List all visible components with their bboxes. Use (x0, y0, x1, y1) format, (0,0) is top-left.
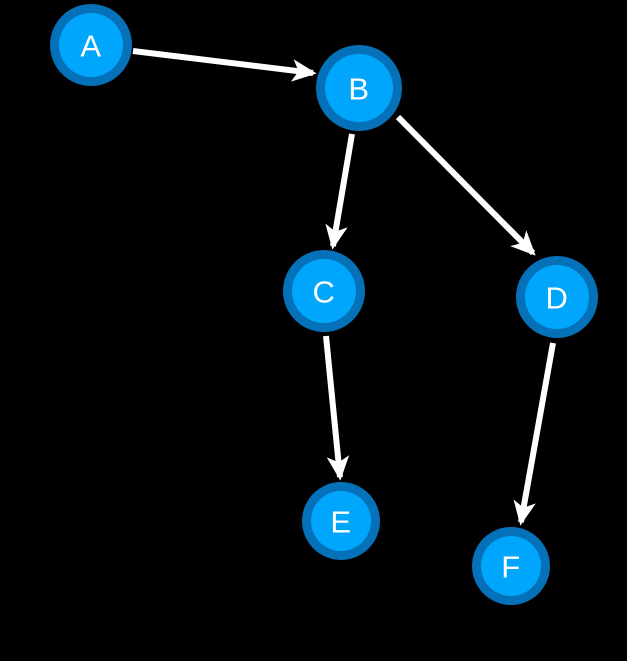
graph-edge-b-d (395, 114, 536, 256)
node-label-e: E (330, 505, 351, 540)
node-core-c (292, 259, 356, 323)
edges-layer (132, 48, 556, 526)
node-label-b: B (348, 72, 369, 107)
graph-node-b[interactable]: B (316, 45, 402, 131)
graph-edge-b-c (325, 133, 355, 250)
node-core-a (59, 13, 123, 77)
graph-edge-d-f (513, 342, 556, 526)
graph-edge-c-e (323, 335, 350, 481)
graph-node-e[interactable]: E (302, 482, 380, 560)
node-label-a: A (80, 29, 101, 64)
node-core-b (325, 54, 393, 122)
nodes-layer: A B C D E F (50, 4, 598, 605)
node-core-f (481, 536, 541, 596)
node-label-d: D (546, 281, 569, 316)
graph-edge-a-b (132, 48, 317, 82)
node-core-d (525, 265, 589, 329)
node-core-e (311, 491, 371, 551)
graph-node-f[interactable]: F (472, 527, 550, 605)
graph-node-c[interactable]: C (283, 250, 365, 332)
graph-node-a[interactable]: A (50, 4, 132, 86)
node-label-f: F (501, 550, 520, 585)
node-label-c: C (313, 275, 336, 310)
graph-node-d[interactable]: D (516, 256, 598, 338)
